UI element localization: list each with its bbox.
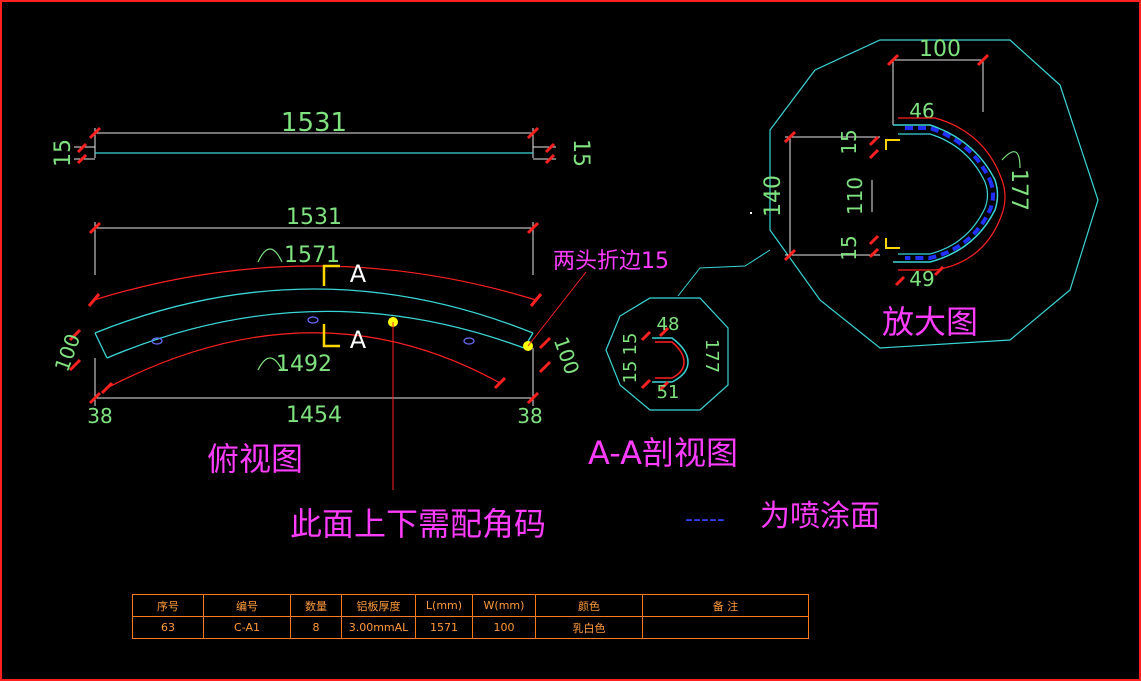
- enlarged-dim-49: 49: [909, 267, 934, 291]
- left-width-label: 100: [50, 331, 86, 375]
- leader-line: [527, 271, 587, 347]
- strip-right-fold-label: 15: [568, 139, 593, 167]
- bom-cell: C-A1: [203, 616, 291, 639]
- bom-header-cell: 数量: [290, 594, 342, 617]
- enlarged-width-label: 100: [919, 37, 961, 62]
- panel-inner-edge: [106, 310, 525, 359]
- enlarged-view: 100 46 140 110 15 15 177 49 放大图: [750, 37, 1099, 349]
- bom-header-cell: 序号: [132, 594, 204, 617]
- hole-icon: [463, 337, 475, 345]
- section-title: A-A剖视图: [588, 434, 738, 472]
- bom-header-cell: 铝板厚度: [341, 594, 416, 617]
- outer-arc-dim: [93, 265, 537, 301]
- bom-header-cell: 备 注: [642, 594, 809, 617]
- top-strip: 1531 15 15: [51, 108, 593, 167]
- detail-link-line: [677, 249, 771, 297]
- bom-table: 序号 编号 数量 铝板厚度 L(mm) W(mm) 颜色 备 注 63 C-A1…: [132, 594, 809, 639]
- corner-code-note: 此面上下需配角码: [290, 505, 546, 543]
- top-view: 1531 1571 1492 1454 38 38 100: [50, 205, 669, 543]
- section-dim-4: 177: [701, 339, 722, 373]
- enlarged-dim-46: 46: [909, 99, 934, 123]
- section-dim-1: 15: [620, 333, 641, 356]
- enlarged-dim-15-top: 15: [837, 129, 861, 154]
- arc-symbol-icon: [257, 248, 283, 263]
- inner-arc-dim: [106, 332, 501, 389]
- tick-mark: [526, 126, 540, 140]
- left-offset-label: 38: [87, 404, 112, 428]
- section-mark-top-label: A: [350, 260, 367, 288]
- enlarged-title: 放大图: [882, 303, 978, 341]
- section-mark-top-icon: [322, 264, 340, 286]
- outer-arc-label: 1571: [284, 243, 340, 268]
- enlarged-dim-15-bottom: 15: [837, 235, 861, 260]
- bom-data-row: 63 C-A1 8 3.00mmAL 1571 100 乳白色: [132, 616, 809, 639]
- bom-cell: 63: [132, 616, 204, 639]
- bom-header-cell: W(mm): [472, 594, 536, 617]
- bottom-length-label: 1454: [286, 403, 342, 428]
- enlarged-profile-outer: [893, 124, 999, 263]
- bom-header-cell: L(mm): [415, 594, 473, 617]
- strip-length-label: 1531: [281, 108, 347, 138]
- bom-cell: 3.00mmAL: [341, 616, 416, 639]
- legend-label: 为喷涂面: [760, 499, 880, 534]
- section-dim-3: 48: [657, 314, 680, 335]
- hole-icon: [151, 337, 163, 345]
- right-offset-label: 38: [517, 404, 542, 428]
- enlarged-boundary: [769, 39, 1099, 349]
- enlarged-dim-140: 140: [761, 175, 786, 217]
- section-dim-2: 15: [620, 361, 641, 384]
- right-width-label: 100: [549, 334, 585, 378]
- bom-cell: [642, 616, 809, 639]
- top-view-title: 俯视图: [207, 440, 303, 478]
- legend: ----- 为喷涂面: [685, 499, 880, 534]
- bom-header-row: 序号 编号 数量 铝板厚度 L(mm) W(mm) 颜色 备 注: [132, 594, 809, 617]
- tick-mark: [88, 126, 102, 140]
- overall-length-label: 1531: [286, 205, 342, 230]
- section-view: 15 15 48 177 51 A-A剖视图: [588, 249, 771, 472]
- inner-arc-label: 1492: [276, 352, 332, 377]
- paint-face-line: [905, 126, 992, 181]
- panel-outer-edge: [94, 288, 534, 334]
- arc-symbol-icon: [1001, 151, 1021, 169]
- enlarged-dim-177: 177: [1006, 169, 1031, 211]
- bom-cell: 8: [290, 616, 342, 639]
- section-profile: [652, 337, 689, 383]
- bom-header-cell: 编号: [203, 594, 291, 617]
- legend-dash: -----: [685, 507, 725, 532]
- hole-icon: [307, 316, 319, 324]
- section-dim-5: 51: [657, 382, 680, 403]
- strip-left-fold-label: 15: [51, 139, 76, 167]
- section-mark-bottom-label: A: [350, 326, 367, 354]
- section-mark-bottom-icon: [322, 324, 340, 348]
- section-detail-boundary: [605, 297, 729, 411]
- bom-cell: 100: [472, 616, 536, 639]
- enlarged-dim-110: 110: [843, 177, 867, 215]
- enlarged-profile-inner: [898, 133, 989, 255]
- bom-cell: 乳白色: [535, 616, 643, 639]
- bom-cell: 1571: [415, 616, 473, 639]
- fold-note: 两头折边15: [553, 249, 669, 274]
- bom-header-cell: 颜色: [535, 594, 643, 617]
- arc-symbol-icon: [257, 357, 283, 371]
